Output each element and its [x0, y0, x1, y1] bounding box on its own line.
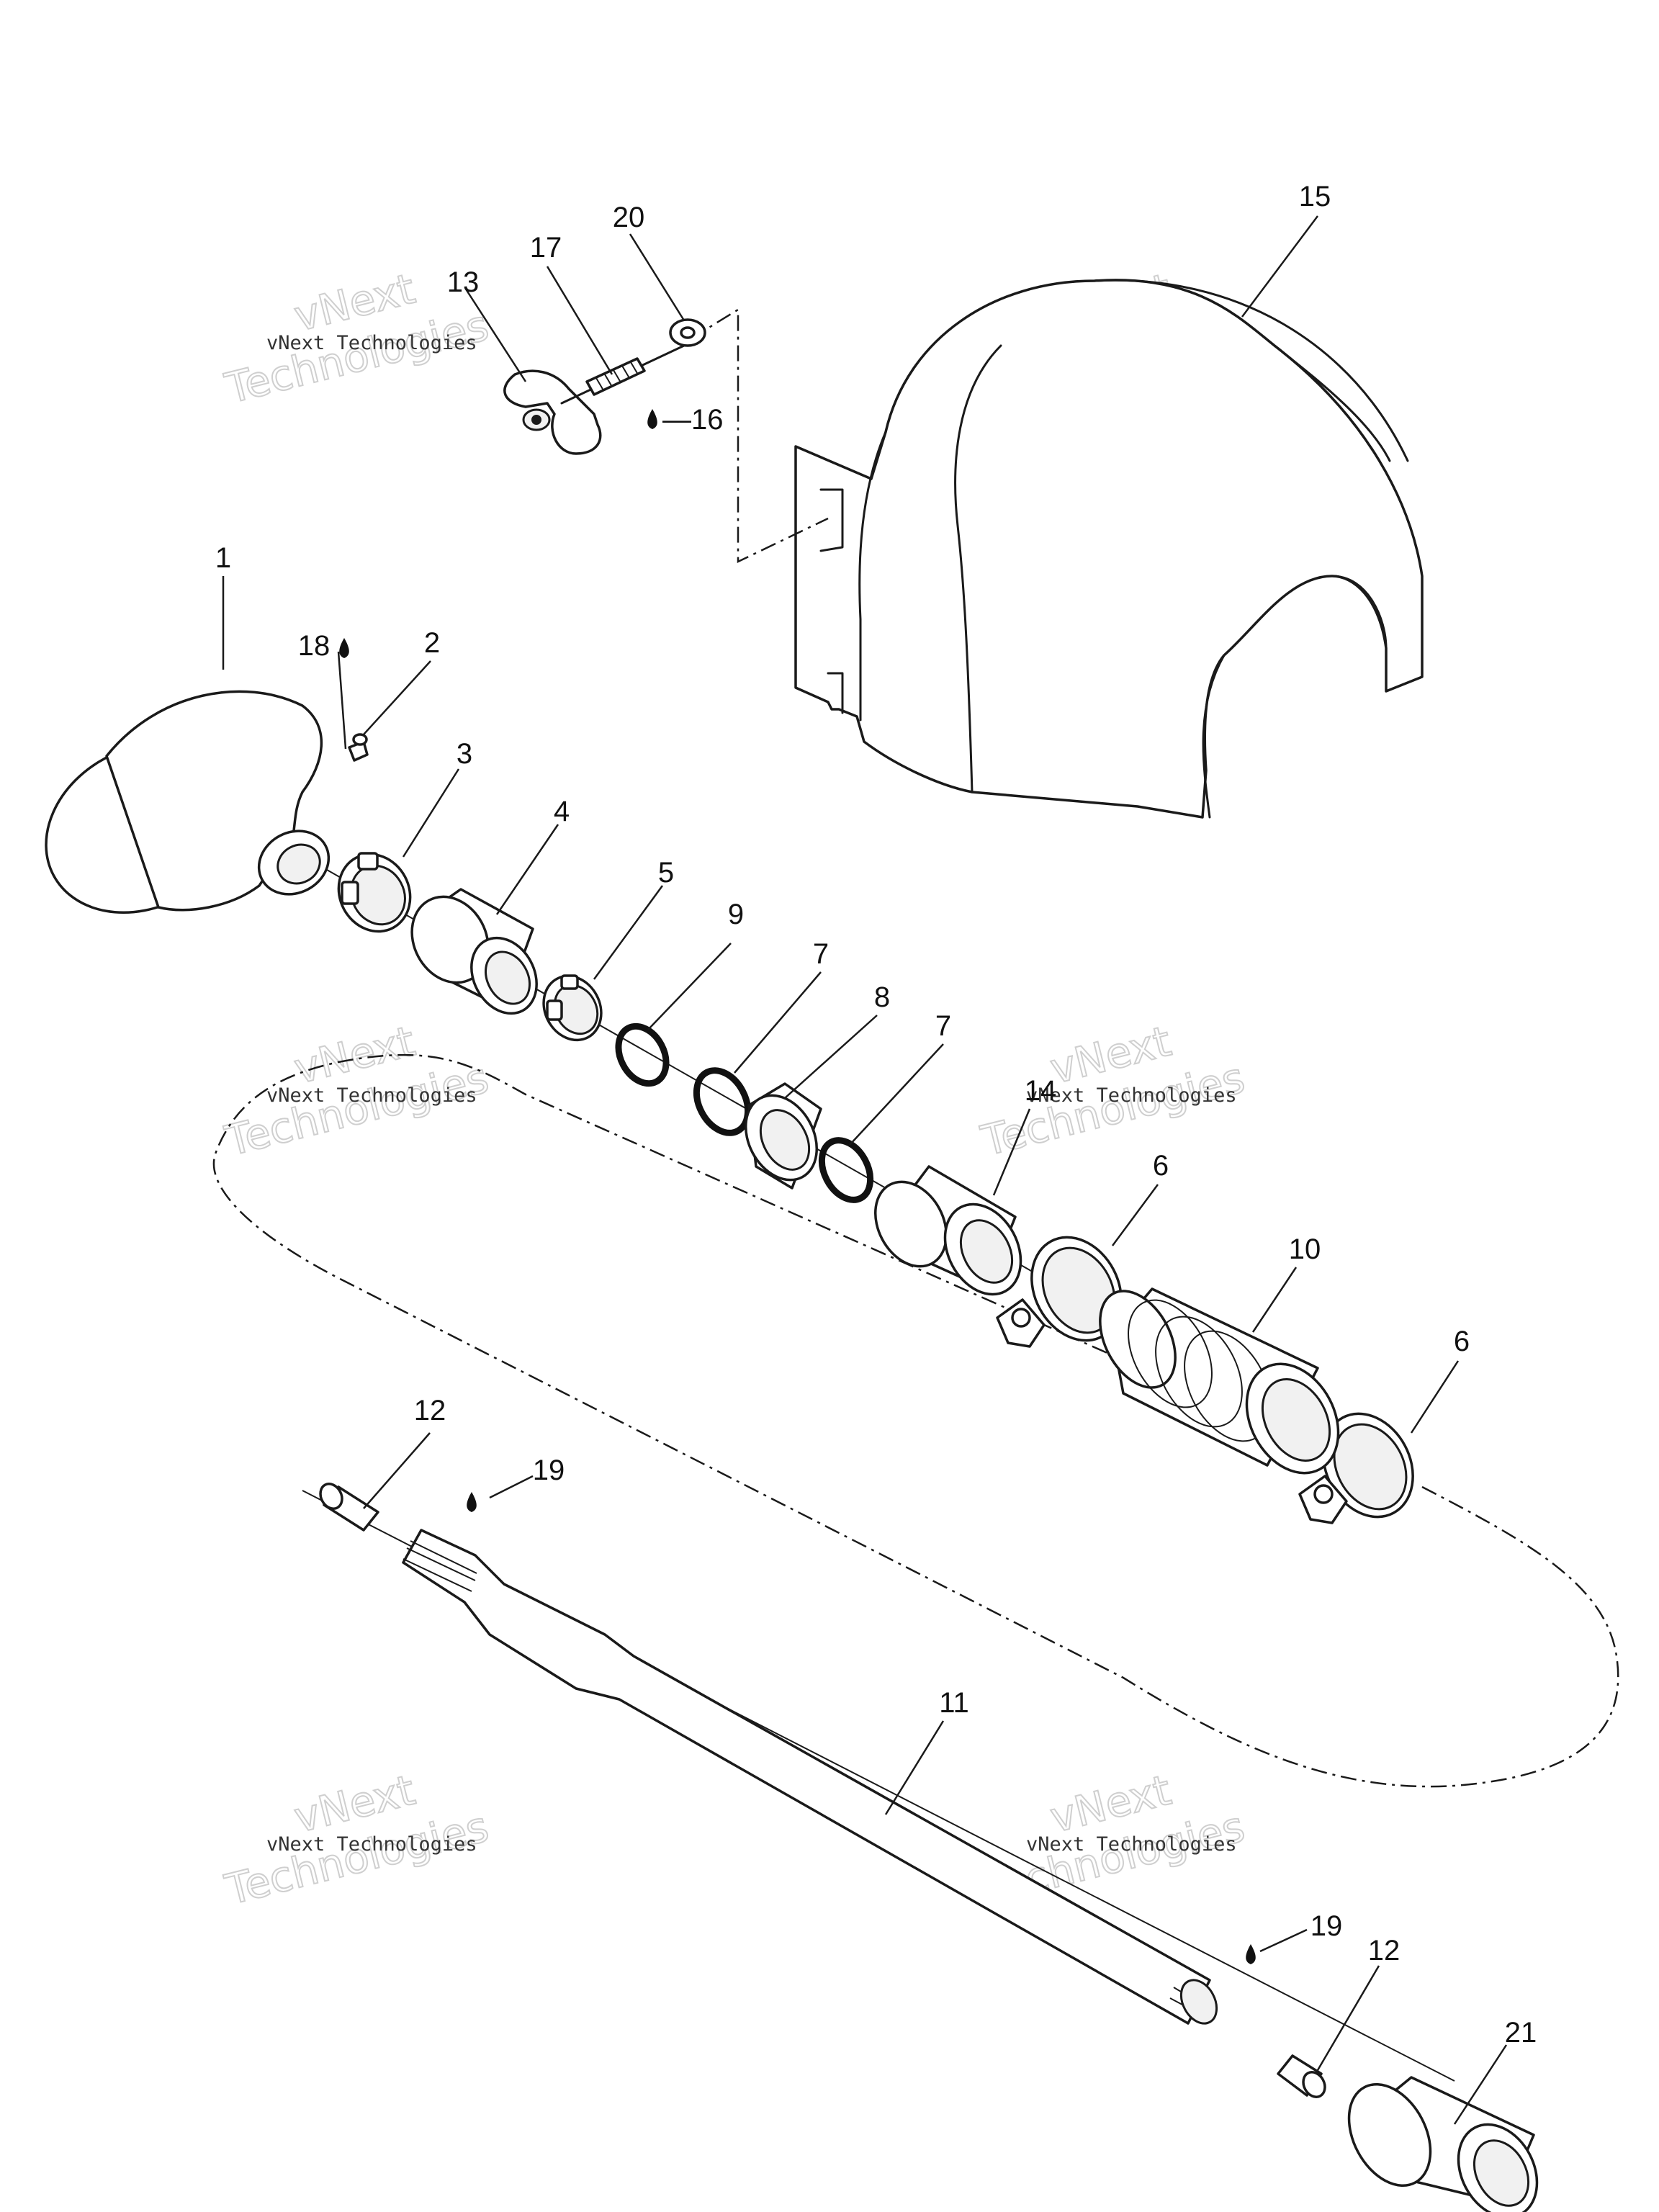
assembly-loop-dashed — [212, 1053, 1619, 1788]
hardware-alignment-dashed — [691, 307, 829, 563]
svg-text:vNext Technologies: vNext Technologies — [266, 332, 477, 354]
bushing-8 — [744, 1082, 822, 1190]
callout-7-right: 7 — [935, 1010, 951, 1042]
callout-6-lower: 6 — [1454, 1326, 1470, 1357]
callout-14: 14 — [1025, 1075, 1057, 1107]
oil-drop-icon — [339, 638, 349, 658]
callout-1: 1 — [215, 542, 231, 574]
callout-13: 13 — [447, 266, 480, 298]
leader-lines — [222, 215, 1508, 2125]
svg-text:vNext Technologies: vNext Technologies — [266, 1084, 477, 1107]
plug-12-upper — [319, 1483, 379, 1532]
callout-18: 18 — [298, 630, 331, 662]
callout-5: 5 — [658, 857, 674, 889]
flat-washer — [669, 318, 706, 347]
hose-clamp-upper — [996, 1236, 1123, 1348]
callout-17: 17 — [530, 232, 562, 264]
callout-12-upper: 12 — [414, 1395, 446, 1426]
guard-cover — [794, 279, 1424, 819]
callout-19-upper: 19 — [533, 1455, 565, 1486]
callout-16: —16 — [662, 404, 724, 436]
svg-text:vNext Technologies: vNext Technologies — [1026, 1833, 1237, 1856]
callout-8: 8 — [874, 981, 890, 1013]
callout-4: 4 — [554, 796, 570, 827]
callout-10: 10 — [1289, 1233, 1321, 1265]
callout-2: 2 — [424, 627, 440, 659]
clamp-5 — [542, 974, 603, 1042]
oil-drop-icon — [647, 409, 657, 429]
adapter-21 — [1347, 2076, 1539, 2212]
plug-12-lower — [1277, 2054, 1326, 2098]
coupler-sleeve — [410, 888, 538, 1015]
grease-fitting — [348, 733, 369, 762]
wing-nut — [503, 369, 602, 455]
callout-9: 9 — [728, 899, 744, 930]
oil-drop-icon — [467, 1492, 477, 1512]
callout-20: 20 — [613, 202, 645, 233]
svg-text:vNext Technologies: vNext Technologies — [1026, 1084, 1237, 1107]
callout-12-lower: 12 — [1368, 1935, 1401, 1966]
o-ring-7-left — [693, 1067, 752, 1136]
callout-6-upper: 6 — [1153, 1150, 1169, 1182]
callout-19-lower: 19 — [1310, 1910, 1343, 1942]
clamp-3 — [337, 852, 412, 933]
o-ring-9 — [615, 1022, 670, 1087]
watermark-middle-left: vNext Technologies vNext Technologies — [220, 1016, 494, 1166]
oil-drop-icon — [1246, 1944, 1256, 1964]
callout-11: 11 — [939, 1687, 969, 1719]
sleeve-14 — [873, 1165, 1022, 1296]
watermark-bottom-left: vNext Technologies vNext Technologies — [220, 1765, 494, 1915]
threaded-stud — [560, 344, 685, 405]
callout-7-left: 7 — [813, 938, 829, 970]
o-ring-7-right — [818, 1137, 874, 1203]
boot-10 — [1099, 1287, 1340, 1475]
callout-15: 15 — [1299, 181, 1331, 212]
callout-3: 3 — [457, 738, 472, 770]
drive-shaft — [402, 1529, 1218, 2025]
hose-clamp-lower — [1298, 1412, 1414, 1524]
callout-21: 21 — [1505, 2017, 1537, 2049]
svg-text:vNext Technologies: vNext Technologies — [266, 1833, 477, 1856]
watermark-middle-right: vNext Technologies vNext Technologies — [976, 1016, 1250, 1166]
callout-labels: 1 2 3 4 5 6 6 7 7 8 9 10 11 12 12 13 14 … — [215, 181, 1537, 2049]
drive-pulley — [45, 690, 331, 914]
